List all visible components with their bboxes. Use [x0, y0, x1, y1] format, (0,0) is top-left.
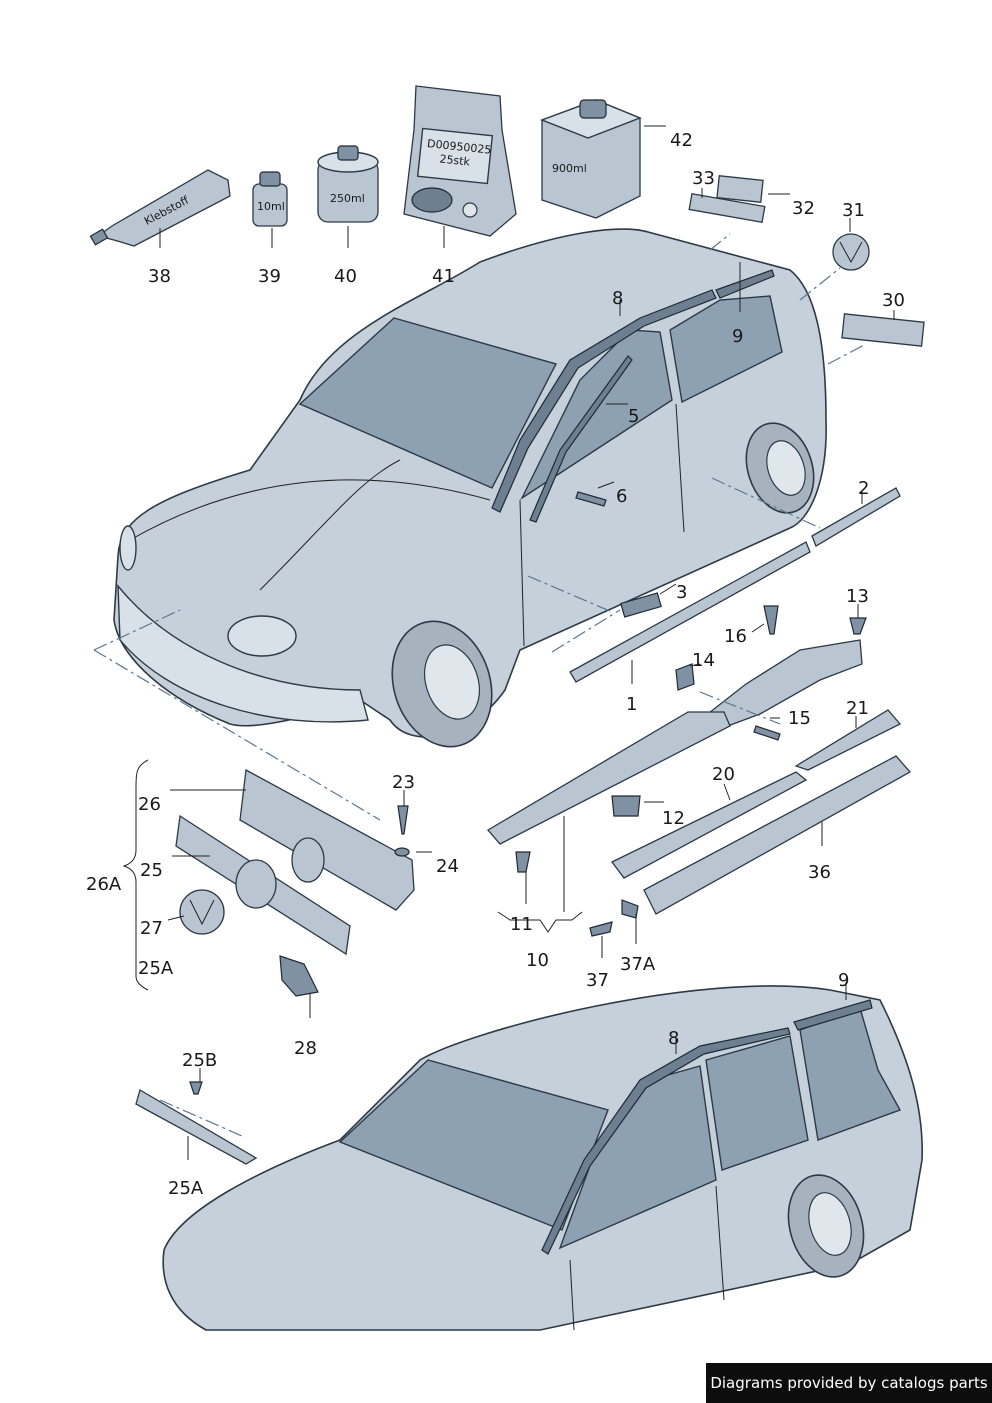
leader-lines: [122, 125, 895, 1160]
callout-25A-grille: 25A: [138, 958, 174, 979]
radiator-grille: [175, 768, 415, 997]
callout-10: 10: [526, 950, 549, 971]
callout-9-wagon: 9: [838, 970, 849, 991]
callout-2: 2: [858, 478, 869, 499]
callout-26A: 26A: [86, 874, 122, 895]
callout-24: 24: [436, 856, 459, 877]
callout-23: 23: [392, 772, 415, 793]
small-bottle-label: 10ml: [257, 200, 285, 213]
callout-38: 38: [148, 266, 171, 287]
callout-11: 11: [510, 914, 533, 935]
callout-28: 28: [294, 1038, 317, 1059]
sill-cover: [487, 711, 731, 873]
reference-lines: [93, 233, 867, 1137]
callout-14: 14: [692, 650, 715, 671]
callout-30: 30: [882, 290, 905, 311]
callout-40: 40: [334, 266, 357, 287]
callout-32: 32: [792, 198, 815, 219]
bag-label-line2: 25stk: [439, 152, 471, 168]
callout-27: 27: [140, 918, 163, 939]
callout-9-hatchback: 9: [732, 326, 743, 347]
callout-3: 3: [676, 582, 687, 603]
callout-26: 26: [138, 794, 161, 815]
hatchback-car: [113, 228, 827, 748]
small-bottle: 10ml: [252, 171, 288, 227]
callout-1: 1: [626, 694, 637, 715]
callout-39: 39: [258, 266, 281, 287]
callout-31: 31: [842, 200, 865, 221]
callout-25: 25: [140, 860, 163, 881]
callout-25A-bracket: 25A: [168, 1178, 204, 1199]
callout-42: 42: [670, 130, 693, 151]
large-container: 900ml: [540, 99, 642, 219]
watermark-banner: Diagrams provided by catalogs parts: [706, 1363, 992, 1403]
wagon-car: [162, 985, 923, 1331]
can-label: 250ml: [330, 192, 365, 205]
grille-bracket: [135, 1081, 258, 1165]
callout-5: 5: [628, 406, 639, 427]
callout-41: 41: [432, 266, 455, 287]
callout-8-wagon: 8: [668, 1028, 679, 1049]
callout-25B: 25B: [182, 1050, 217, 1071]
callout-16: 16: [724, 626, 747, 647]
callout-21: 21: [846, 698, 869, 719]
callout-13: 13: [846, 586, 869, 607]
callout-12: 12: [662, 808, 685, 829]
door-moldings: [569, 487, 901, 683]
callout-37A: 37A: [620, 954, 656, 975]
medium-can: 250ml: [317, 145, 379, 223]
callout-8-hatchback: 8: [612, 288, 623, 309]
sill-bracket: [675, 605, 867, 741]
fastener-bag: D00950025 25stk: [403, 85, 517, 237]
callout-36: 36: [808, 862, 831, 883]
callout-labels: 38 39 40 41 42 33 32 31 30 8 9 5 6 2 3 1…: [86, 130, 905, 1199]
callout-33: 33: [692, 168, 715, 189]
box-label: 900ml: [552, 162, 587, 175]
callout-20: 20: [712, 764, 735, 785]
callout-37: 37: [586, 970, 609, 991]
sill-trims: [589, 709, 912, 937]
emblem-badges: [688, 175, 925, 347]
callout-15: 15: [788, 708, 811, 729]
callout-6: 6: [616, 486, 627, 507]
